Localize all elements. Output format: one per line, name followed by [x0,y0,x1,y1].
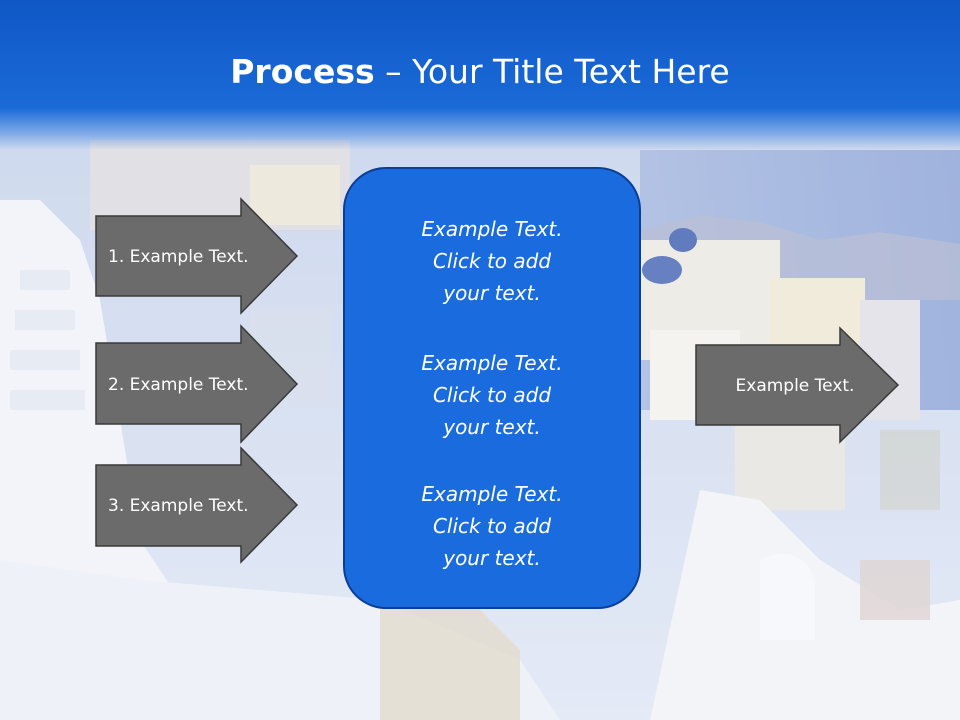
input-arrow-1-label: 1. Example Text. [108,247,249,267]
arrow-shape [95,197,299,315]
slide-title[interactable]: Process – Your Title Text Here [0,52,960,91]
output-arrow-label: Example Text. [736,376,855,396]
title-separator: – [374,52,413,91]
center-paragraph-2-line-1: Example Text. [421,351,562,375]
center-paragraph-2-line-3: your text. [442,415,541,439]
center-paragraph-3-line-2: Click to add [433,514,551,538]
center-paragraph-2-line-2: Click to add [433,383,551,407]
center-process-box[interactable]: Example Text. Click to add your text. Ex… [343,167,641,609]
arrow-shape [95,446,299,564]
input-arrow-1[interactable]: 1. Example Text. [95,197,299,315]
input-arrow-2[interactable]: 2. Example Text. [95,324,299,444]
title-bar [0,0,960,150]
center-paragraph-3-line-1: Example Text. [421,482,562,506]
center-paragraph-1-line-3: your text. [442,281,541,305]
output-arrow[interactable]: Example Text. [695,326,900,444]
arrow-shape [95,324,299,444]
input-arrow-3[interactable]: 3. Example Text. [95,446,299,564]
arrow-shape [695,326,900,444]
input-arrow-2-label: 2. Example Text. [108,375,249,395]
title-bold: Process [230,52,375,91]
title-text: Your Title Text Here [412,52,730,91]
input-arrow-3-label: 3. Example Text. [108,496,249,516]
center-box-shape [343,167,641,609]
center-paragraph-1-line-1: Example Text. [421,217,562,241]
center-paragraph-1-line-2: Click to add [433,249,551,273]
center-paragraph-3-line-3: your text. [442,546,541,570]
